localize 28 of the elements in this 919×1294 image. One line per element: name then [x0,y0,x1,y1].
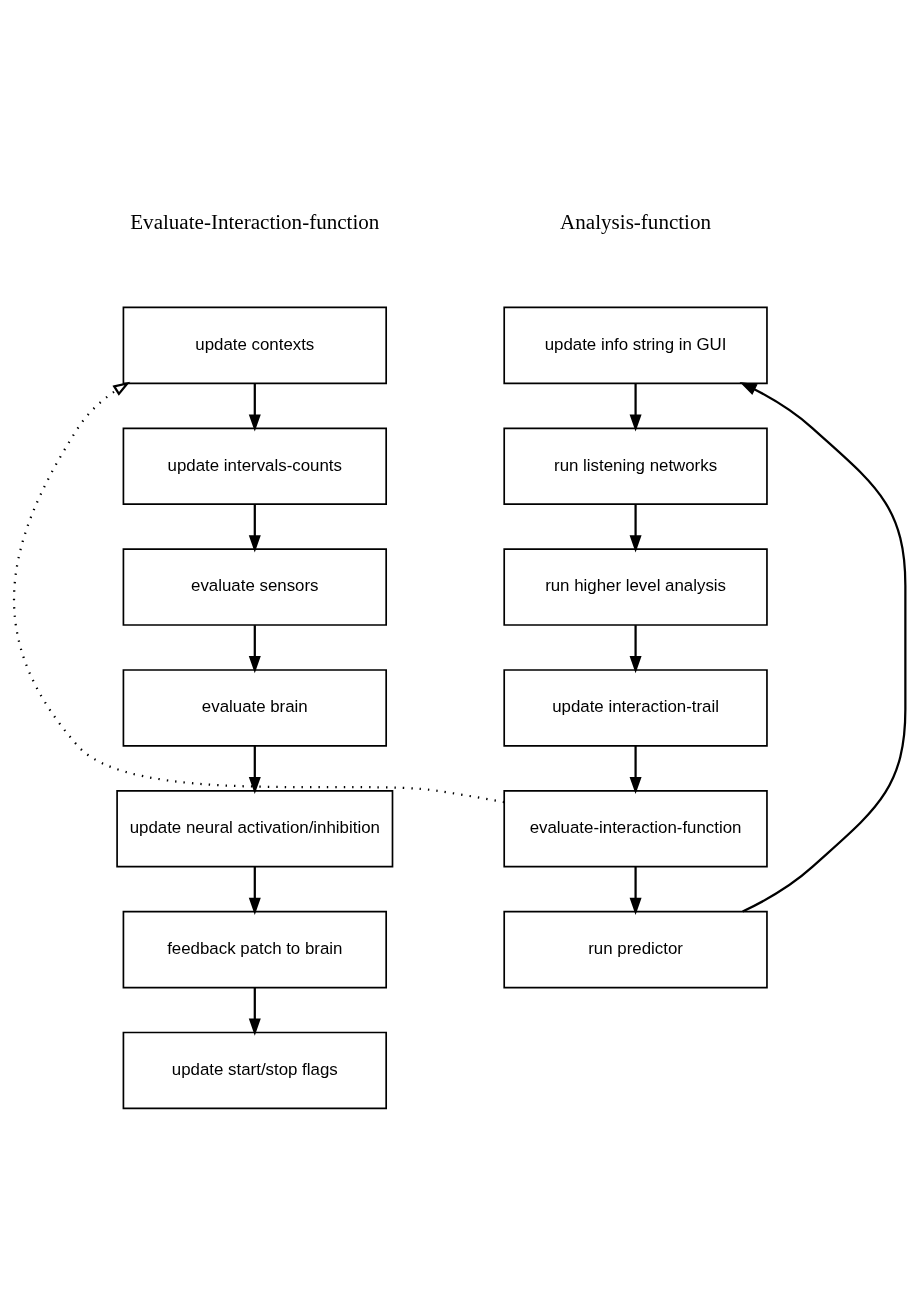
arrow [739,381,907,913]
arrow [248,987,261,1036]
node-box: update info string in GUI [503,306,768,384]
label: Evaluate-Interaction-function [130,209,380,234]
arrow [629,624,642,673]
node-box: update interaction-trail [503,668,768,747]
arrow [13,381,505,803]
node-box: run listening networks [503,426,768,505]
node-box: evaluate brain [122,668,387,747]
arrow [629,745,642,794]
node-box: evaluate-interaction-function [503,789,768,868]
arrow [629,503,642,552]
node-box: evaluate sensors [122,547,387,626]
node-box: run higher level analysis [503,547,768,626]
arrow [629,866,642,915]
node-box: update start/stop flags [122,1031,387,1109]
arrow [248,745,261,794]
node-box: feedback patch to brain [122,910,387,988]
arrow [248,624,261,673]
node-box: update neural activation/inhibition [116,789,394,868]
label: Analysis-function [560,209,712,234]
arrow [629,383,642,432]
arrow [248,383,261,432]
node-box: update contexts [122,306,387,384]
arrow [248,866,261,915]
node-box: run predictor [503,910,768,988]
arrow [248,503,261,552]
node-box: update intervals-counts [122,426,387,505]
